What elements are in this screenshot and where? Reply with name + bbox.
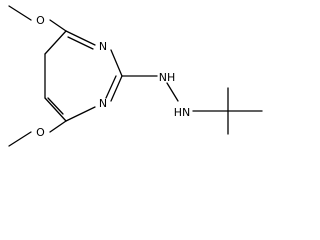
bond-c4-c5-link	[44, 30, 67, 55]
bond-c6-c5-double	[47, 97, 64, 115]
bond-n1-c6	[65, 106, 96, 122]
atom-o-bottom: O	[36, 126, 45, 139]
atom-o-top: O	[36, 14, 45, 27]
bond-nh-hn	[166, 82, 179, 102]
bond-o-bottom-methyl	[8, 131, 32, 147]
atom-hn-lower: HN	[174, 106, 191, 119]
structure-diagram: O N N O NH HN	[8, 5, 263, 147]
bond-c2-n1-double	[105, 75, 117, 99]
bond-c6-o-bottom	[49, 120, 67, 133]
bond-c2-n1	[110, 75, 123, 102]
bond-o-top-c4	[49, 19, 67, 32]
molecule-drawing: O N N O NH HN	[8, 5, 263, 147]
bond-methyl-o-top	[8, 5, 32, 21]
bond-c6-c5	[44, 97, 67, 122]
bond-n3-c2	[110, 49, 123, 77]
atom-nh-upper: NH	[159, 71, 176, 84]
bond-c4-n3-double	[67, 36, 94, 50]
bond-c4-n3	[65, 30, 96, 46]
atom-n-ring-bottom: N	[99, 97, 107, 110]
atom-n-ring-top: N	[99, 40, 107, 53]
